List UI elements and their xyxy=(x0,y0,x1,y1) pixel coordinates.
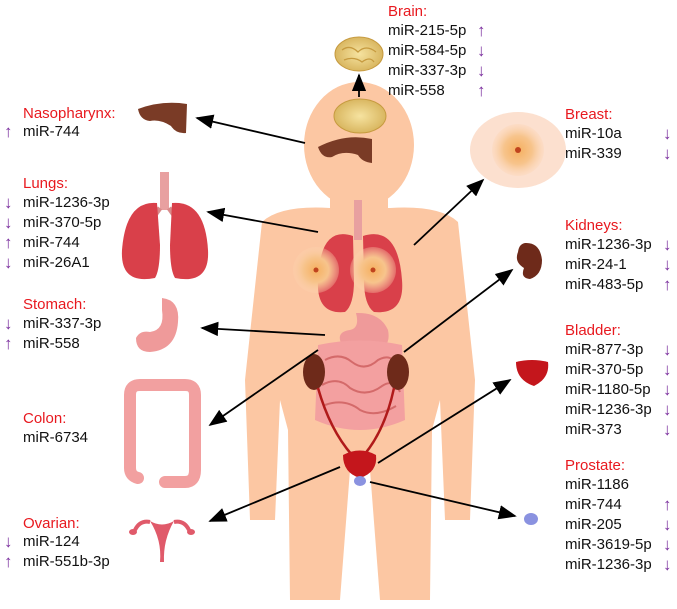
up-arrow-icon: ↑ xyxy=(663,275,672,294)
up-arrow-icon: ↑ xyxy=(663,495,672,514)
lungs-mirna-1: miR-1236-3p xyxy=(23,194,110,211)
breast-mirna-1: miR-10a xyxy=(565,125,622,142)
up-arrow-icon: ↑ xyxy=(4,122,13,141)
stomach-icon xyxy=(136,298,179,352)
ureters-icon xyxy=(316,387,396,456)
up-arrow-icon: ↑ xyxy=(4,334,13,353)
up-arrow-icon: ↑ xyxy=(477,21,486,40)
lungs-mirna-2: miR-370-5p xyxy=(23,214,102,231)
bladder-mirna-1: miR-877-3p xyxy=(565,341,644,358)
brain-on-head-icon xyxy=(333,98,387,134)
lungs-title: Lungs: xyxy=(23,175,69,192)
prostate-title: Prostate: xyxy=(565,457,626,474)
colon-descending-icon xyxy=(124,394,144,484)
intestines-on-body-icon xyxy=(315,340,405,430)
stomach-mirna-2: miR-558 xyxy=(23,335,80,352)
bladder-mirna-5: miR-373 xyxy=(565,421,622,438)
down-arrow-icon: ↓ xyxy=(477,41,486,60)
down-arrow-icon: ↓ xyxy=(663,255,672,274)
stomach-title: Stomach: xyxy=(23,296,87,313)
prostate-mirna-5: miR-1236-3p xyxy=(565,556,652,573)
breast-title: Breast: xyxy=(565,106,613,123)
down-arrow-icon: ↓ xyxy=(663,340,672,359)
kidney-right-on-body-icon xyxy=(387,354,409,390)
down-arrow-icon: ↓ xyxy=(663,144,672,163)
brain-title: Brain: xyxy=(388,3,428,20)
down-arrow-icon: ↓ xyxy=(663,380,672,399)
nipple-right-icon xyxy=(370,267,376,273)
lungs-icon xyxy=(121,172,209,280)
down-arrow-icon: ↓ xyxy=(477,61,486,80)
brain-mirna-2: miR-584-5p xyxy=(388,42,467,59)
up-arrow-icon: ↑ xyxy=(4,552,13,571)
colon-title: Colon: xyxy=(23,410,67,427)
colon-icon xyxy=(124,379,201,488)
up-arrow-icon: ↑ xyxy=(477,81,486,100)
bladder-title: Bladder: xyxy=(565,322,621,339)
colon-mirna-1: miR-6734 xyxy=(23,429,89,446)
bladder-mirna-3: miR-1180-5p xyxy=(565,381,651,398)
brain-mirna-4: miR-558 xyxy=(388,82,445,99)
down-arrow-icon: ↓ xyxy=(4,193,13,212)
prostate-on-body-icon xyxy=(354,476,366,486)
bladder-mirna-4: miR-1236-3p xyxy=(565,401,652,418)
kidneys-mirna-1: miR-1236-3p xyxy=(565,236,652,253)
nasopharynx-title: Nasopharynx: xyxy=(23,105,116,122)
down-arrow-icon: ↓ xyxy=(4,314,13,333)
lungs-mirna-3: miR-744 xyxy=(23,234,80,251)
bladder-mirna-2: miR-370-5p xyxy=(565,361,644,378)
stomach-mirna-1: miR-337-3p xyxy=(23,315,102,332)
down-arrow-icon: ↓ xyxy=(663,360,672,379)
nipple-left-icon xyxy=(313,267,319,273)
bladder-icon xyxy=(516,360,549,386)
down-arrow-icon: ↓ xyxy=(663,515,672,534)
breast-mirna-2: miR-339 xyxy=(565,145,622,162)
ovarian-mirna-2: miR-551b-3p xyxy=(23,553,110,570)
ovarian-title: Ovarian: xyxy=(23,515,80,532)
brain-icon xyxy=(334,36,384,72)
kidneys-mirna-2: miR-24-1 xyxy=(565,256,627,273)
nasopharynx-icon xyxy=(138,102,187,134)
kidneys-mirna-3: miR-483-5p xyxy=(565,276,644,293)
prostate-mirna-2: miR-744 xyxy=(565,496,622,513)
prostate-mirna-4: miR-3619-5p xyxy=(565,536,652,553)
brain-mirna-1: miR-215-5p xyxy=(388,22,467,39)
breast-icon xyxy=(470,112,566,188)
nasopharynx-on-body-icon xyxy=(318,137,372,163)
down-arrow-icon: ↓ xyxy=(4,213,13,232)
prostate-mirna-3: miR-205 xyxy=(565,516,622,533)
bladder-on-body-icon xyxy=(343,450,377,478)
ovary-uterus-icon xyxy=(129,519,195,562)
kidneys-title: Kidneys: xyxy=(565,217,623,234)
down-arrow-icon: ↓ xyxy=(4,532,13,551)
down-arrow-icon: ↓ xyxy=(663,124,672,143)
up-arrow-icon: ↑ xyxy=(4,233,13,252)
connector-arrows xyxy=(195,73,517,522)
kidney-left-on-body-icon xyxy=(303,354,325,390)
brain-mirna-3: miR-337-3p xyxy=(388,62,467,79)
down-arrow-icon: ↓ xyxy=(663,535,672,554)
lungs-mirna-4: miR-26A1 xyxy=(23,254,90,271)
prostate-mirna-1: miR-1186 xyxy=(565,476,629,493)
down-arrow-icon: ↓ xyxy=(663,555,672,574)
nasopharynx-mirna-1: miR-744 xyxy=(23,123,80,140)
ovarian-mirna-1: miR-124 xyxy=(23,533,80,550)
down-arrow-icon: ↓ xyxy=(663,235,672,254)
down-arrow-icon: ↓ xyxy=(663,420,672,439)
prostate-icon xyxy=(524,513,538,525)
down-arrow-icon: ↓ xyxy=(4,253,13,272)
down-arrow-icon: ↓ xyxy=(663,400,672,419)
kidney-icon xyxy=(516,242,542,279)
